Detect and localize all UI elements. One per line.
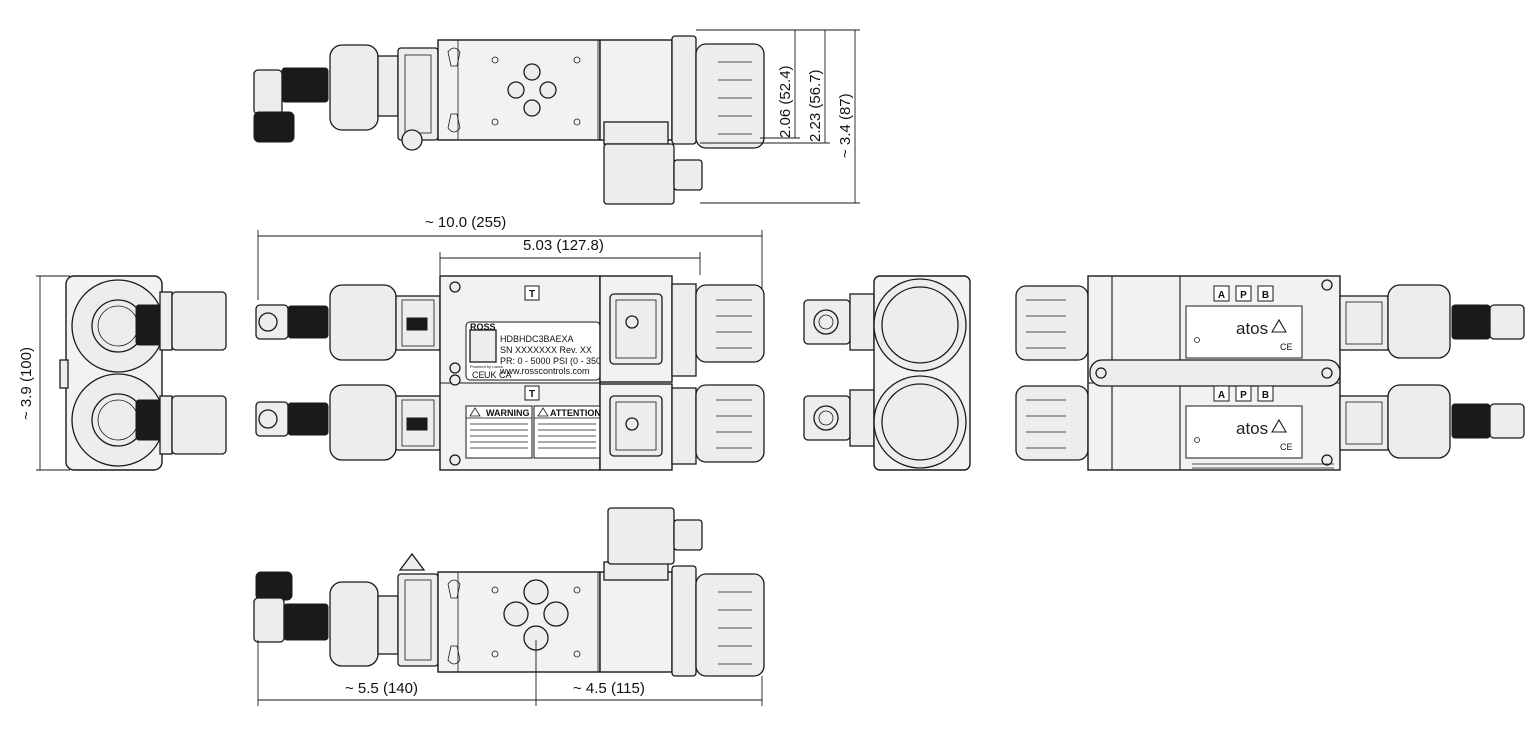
dim-2-06: 2.06 (52.4) — [777, 65, 794, 138]
port-a-upper-label: A — [1218, 290, 1225, 301]
warning-label: WARNING — [465, 405, 533, 459]
port-p-lower-label: P — [1240, 390, 1247, 401]
length-dimensions: ~ 10.0 (255) 5.03 (127.8) — [257, 214, 763, 300]
port-t-lower-label: T — [529, 389, 535, 400]
port-p-upper — [1235, 285, 1252, 302]
top-view-knob — [695, 43, 765, 149]
port-t-upper-label: T — [529, 289, 535, 300]
atos-brand-lower: atos — [1236, 419, 1268, 438]
nameplate-model: HDBHDC3BAEXA — [500, 334, 574, 344]
nameplate-tagline: Powered by Lancs — [470, 364, 503, 369]
dim-2-23: 2.23 (56.7) — [807, 69, 824, 142]
nameplate-brand: ROSS — [470, 322, 496, 332]
port-a-lower-label: A — [1218, 390, 1225, 401]
front-view: T T ROSS Powered by Lancs HDBHDC3BAEXA S… — [255, 275, 765, 471]
nameplate-serial: SN XXXXXXX Rev. XX — [500, 345, 592, 355]
atos-logo-icon — [1271, 318, 1287, 333]
dim-5-03: 5.03 (127.8) — [523, 237, 604, 254]
warning-title: WARNING — [486, 408, 530, 418]
port-p-upper-label: P — [1240, 290, 1247, 301]
port-t-lower — [524, 385, 540, 401]
nameplate-ukca: UK CA — [484, 370, 512, 380]
dim-3-4: ~ 3.4 (87) — [837, 93, 854, 158]
atos-ce-lower: CE — [1280, 442, 1293, 452]
attention-label: ATTENTION — [533, 405, 601, 459]
attention-title: ATTENTION — [550, 408, 601, 418]
port-a-upper — [1213, 285, 1230, 302]
top-view-cylinder — [329, 44, 379, 131]
atos-logo-lower-icon — [1271, 418, 1287, 433]
top-view: 2.06 (52.4) 2.23 (56.7) ~ 3.4 (87) — [253, 29, 860, 205]
port-p-lower — [1235, 385, 1252, 402]
dim-10-0: ~ 10.0 (255) — [425, 214, 506, 231]
atos-brand-upper: atos — [1236, 319, 1268, 338]
bottom-view: ~ 5.5 (140) ~ 4.5 (115) — [253, 507, 765, 706]
top-view-solenoid — [603, 143, 675, 205]
nameplate-ce: CE — [472, 370, 485, 380]
top-view-connector — [253, 67, 329, 143]
nameplate-pressure: PR: 0 - 5000 PSI (0 - 350 BAR) — [500, 356, 625, 366]
nameplate: ROSS Powered by Lancs HDBHDC3BAEXA SN XX… — [465, 321, 625, 381]
port-a-lower — [1213, 385, 1230, 402]
dim-3-9: ~ 3.9 (100) — [18, 347, 35, 420]
rear-view: A P B A P B atos CE atos CE — [1015, 275, 1525, 471]
port-t-upper — [524, 285, 540, 301]
top-view-coil — [377, 47, 439, 151]
right-end-view — [803, 275, 971, 471]
port-b-lower — [1257, 385, 1274, 402]
dim-4-5: ~ 4.5 (115) — [573, 680, 645, 697]
nameplate-website: www.rosscontrols.com — [499, 366, 590, 376]
dim-5-5: ~ 5.5 (140) — [345, 680, 418, 697]
port-b-lower-label: B — [1262, 390, 1269, 401]
port-b-upper — [1257, 285, 1274, 302]
left-end-view: ~ 3.9 (100) — [18, 275, 227, 471]
port-b-upper-label: B — [1262, 290, 1269, 301]
atos-ce-upper: CE — [1280, 342, 1293, 352]
